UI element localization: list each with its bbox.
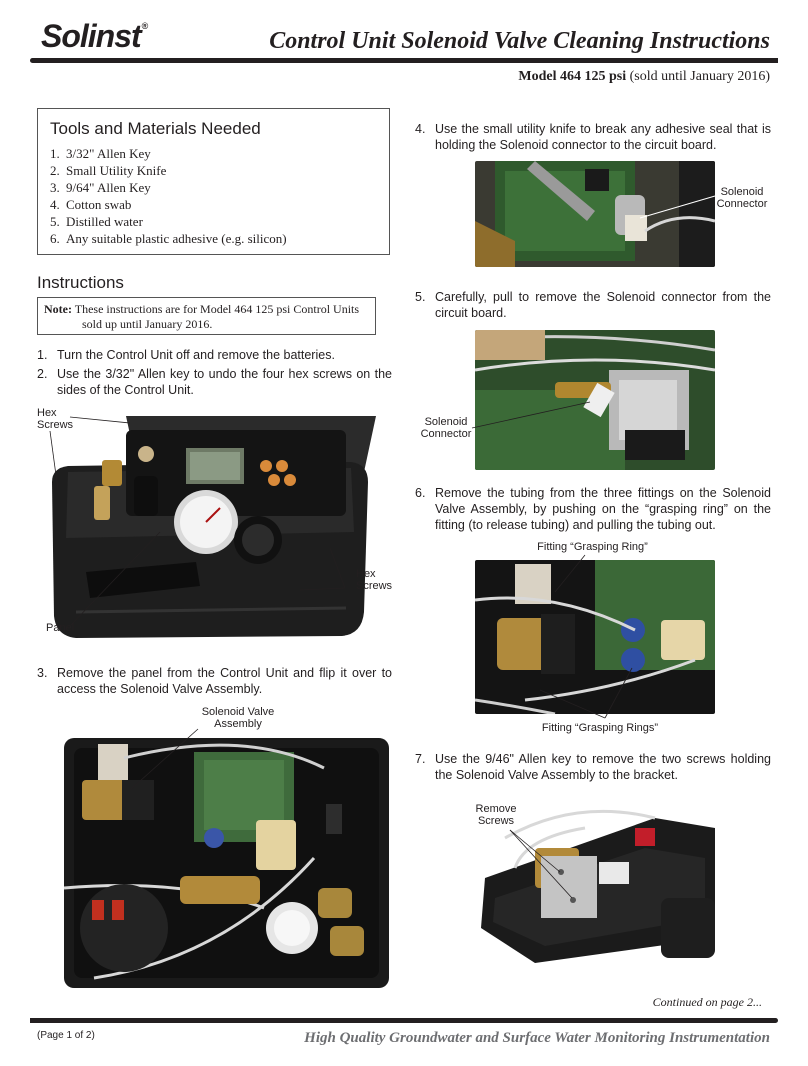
page-number: (Page 1 of 2) (37, 1030, 95, 1041)
item-number: 2. (50, 163, 60, 178)
step-text: Use the 9/46" Allen key to remove the tw… (435, 752, 771, 782)
note-label: Note: (44, 302, 72, 316)
valve-assembly-photo (64, 738, 389, 988)
callout-text: Screws (477, 815, 515, 827)
step-number: 2. (37, 367, 48, 381)
step-number: 1. (37, 348, 48, 362)
callout-grasping-ring: Fitting “Grasping Ring” (537, 541, 648, 553)
connector-removed-photo (475, 330, 715, 470)
model-line: Model 464 125 psi (sold until January 20… (518, 69, 770, 85)
item-text: Small Utility Knife (66, 163, 167, 178)
footer-rule (30, 1018, 778, 1023)
callout-panel: Panel (46, 622, 75, 634)
solinst-logo: Solinst® (41, 18, 149, 55)
step-text: Use the 3/32" Allen key to undo the four… (57, 367, 392, 397)
item-number: 4. (50, 197, 60, 212)
step-number: 3. (37, 666, 48, 680)
item-text: 9/64" Allen Key (66, 180, 151, 195)
item-text: Any suitable plastic adhesive (e.g. sili… (66, 231, 287, 246)
control-unit-photo (46, 412, 376, 644)
callout-grasping-rings: Fitting “Grasping Rings” (541, 722, 659, 734)
document-title: Control Unit Solenoid Valve Cleaning Ins… (269, 28, 770, 54)
continued-note: Continued on page 2... (652, 995, 762, 1009)
step-4: 4. Use the small utility knife to break a… (415, 121, 771, 153)
step-text: Turn the Control Unit off and remove the… (57, 348, 335, 362)
item-number: 6. (50, 231, 60, 246)
tubing-removal-photo (475, 560, 715, 714)
registered-mark: ® (141, 21, 149, 31)
item-text: 3/32" Allen Key (66, 146, 151, 161)
step-number: 4. (415, 122, 426, 136)
item-number: 3. (50, 180, 60, 195)
callout-text: Hex (37, 407, 57, 419)
step-text: Remove the tubing from the three fitting… (435, 486, 771, 532)
callout-text: Screws (356, 580, 393, 592)
list-item: 4. Cotton swab (50, 196, 377, 213)
list-item: 6. Any suitable plastic adhesive (e.g. si… (50, 230, 377, 247)
item-text: Distilled water (66, 214, 143, 229)
tools-box: Tools and Materials Needed 1. 3/32" Allen… (37, 108, 390, 255)
callout-text: Remove (475, 803, 517, 815)
list-item: 1. 3/32" Allen Key (50, 145, 377, 162)
step-3: 3. Remove the panel from the Control Unit… (37, 665, 392, 697)
header-rule (30, 58, 778, 63)
step-number: 6. (415, 486, 426, 500)
step-text: Carefully, pull to remove the Solenoid c… (435, 290, 771, 320)
item-text: Cotton swab (66, 197, 132, 212)
note-text: These instructions are for Model 464 125… (71, 302, 360, 316)
callout-text: Connector (716, 198, 768, 210)
note-box: Note: These instructions are for Model 4… (37, 297, 376, 335)
step-6: 6. Remove the tubing from the three fitti… (415, 485, 771, 533)
list-item: 5. Distilled water (50, 213, 377, 230)
callout-text: Solenoid Valve (201, 706, 275, 718)
callout-text: Screws (37, 419, 74, 431)
callout-text: Hex (356, 568, 376, 580)
tools-heading: Tools and Materials Needed (50, 119, 261, 138)
callout-text: Solenoid (424, 416, 468, 428)
item-number: 5. (50, 214, 60, 229)
step-5: 5. Carefully, pull to remove the Solenoid… (415, 289, 771, 321)
connector-seal-photo (475, 161, 715, 267)
model-name: Model 464 125 psi (518, 69, 627, 84)
list-item: 3. 9/64" Allen Key (50, 179, 377, 196)
step-number: 7. (415, 752, 426, 766)
step-number: 5. (415, 290, 426, 304)
step-2: 2. Use the 3/32" Allen key to undo the fo… (37, 366, 392, 398)
step-7: 7. Use the 9/46" Allen key to remove the … (415, 751, 771, 783)
model-note: (sold until January 2016) (626, 69, 770, 84)
step-1: 1. Turn the Control Unit off and remove t… (37, 347, 392, 363)
list-item: 2. Small Utility Knife (50, 162, 377, 179)
step-text: Remove the panel from the Control Unit a… (57, 666, 392, 696)
note-text-cont: sold up until January 2016. (82, 317, 213, 331)
step-text: Use the small utility knife to break any… (435, 122, 771, 152)
item-number: 1. (50, 146, 60, 161)
callout-text: Assembly (214, 718, 262, 730)
brand-name: Solinst (41, 18, 142, 54)
instructions-heading: Instructions (37, 273, 124, 292)
callout-text: Solenoid (720, 186, 764, 198)
tools-list: 1.3/32" Allen Key 2.Small Utility Knife … (50, 145, 377, 247)
callout-text: Connector (420, 428, 472, 440)
footer-tagline: High Quality Groundwater and Surface Wat… (304, 1030, 770, 1046)
